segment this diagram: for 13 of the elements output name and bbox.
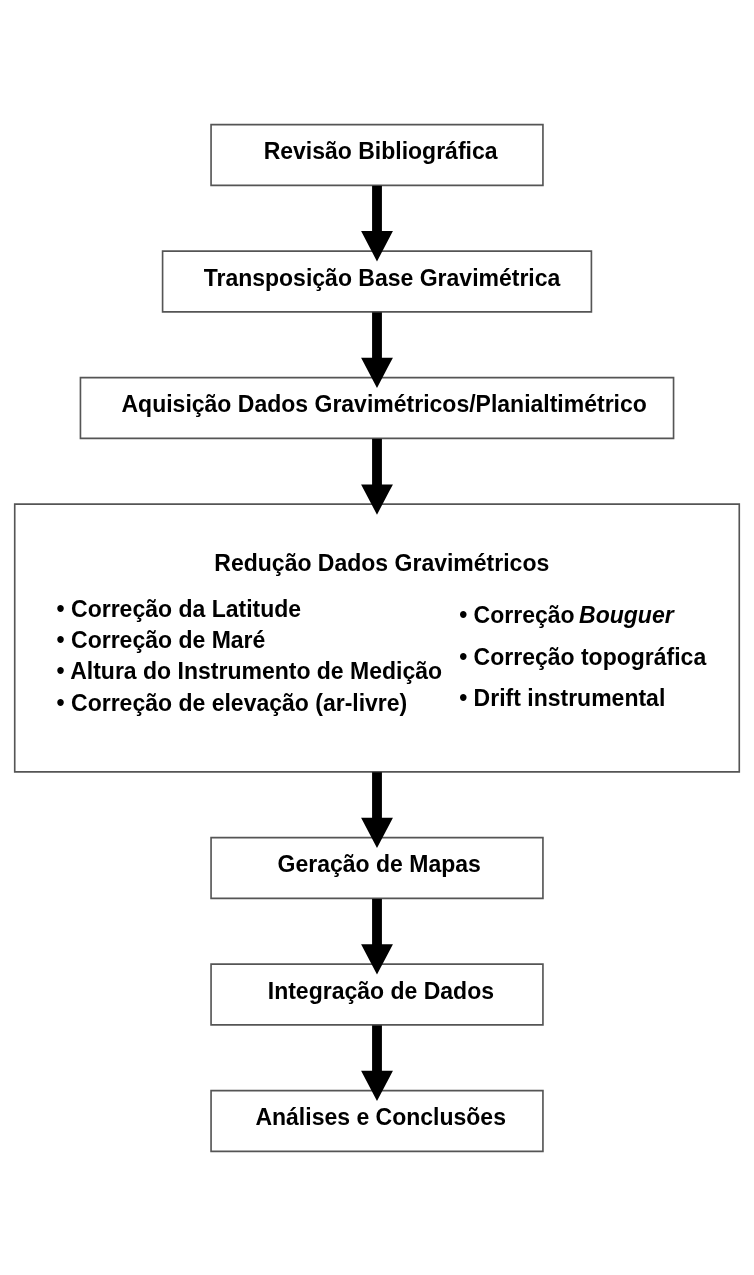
arrow xyxy=(361,1024,393,1101)
node-box: Integração de Dados xyxy=(210,962,544,1026)
node-box: Geração de Mapas xyxy=(210,836,544,899)
arrow xyxy=(361,898,393,974)
arrow xyxy=(361,771,393,848)
node-box: Revisão Bibliográfica xyxy=(210,123,544,186)
node-box: Redução Dados Gravimétricos • Correção da Latitude • Correção de Maré • Altura do Instrumento de Medição • Correção de elevação (ar-livre) • Correção Bouguer • Correção topográfica • Drift instrumental xyxy=(13,502,741,773)
node-box: Análises e Conclusões xyxy=(210,1089,544,1152)
arrow xyxy=(361,311,393,388)
arrow xyxy=(361,185,393,261)
node-box: Transposição Base Gravimétrica xyxy=(161,249,593,313)
arrow xyxy=(361,438,393,515)
node-box: Aquisição Dados Gravimétricos/Planialtimétrico xyxy=(79,376,675,439)
